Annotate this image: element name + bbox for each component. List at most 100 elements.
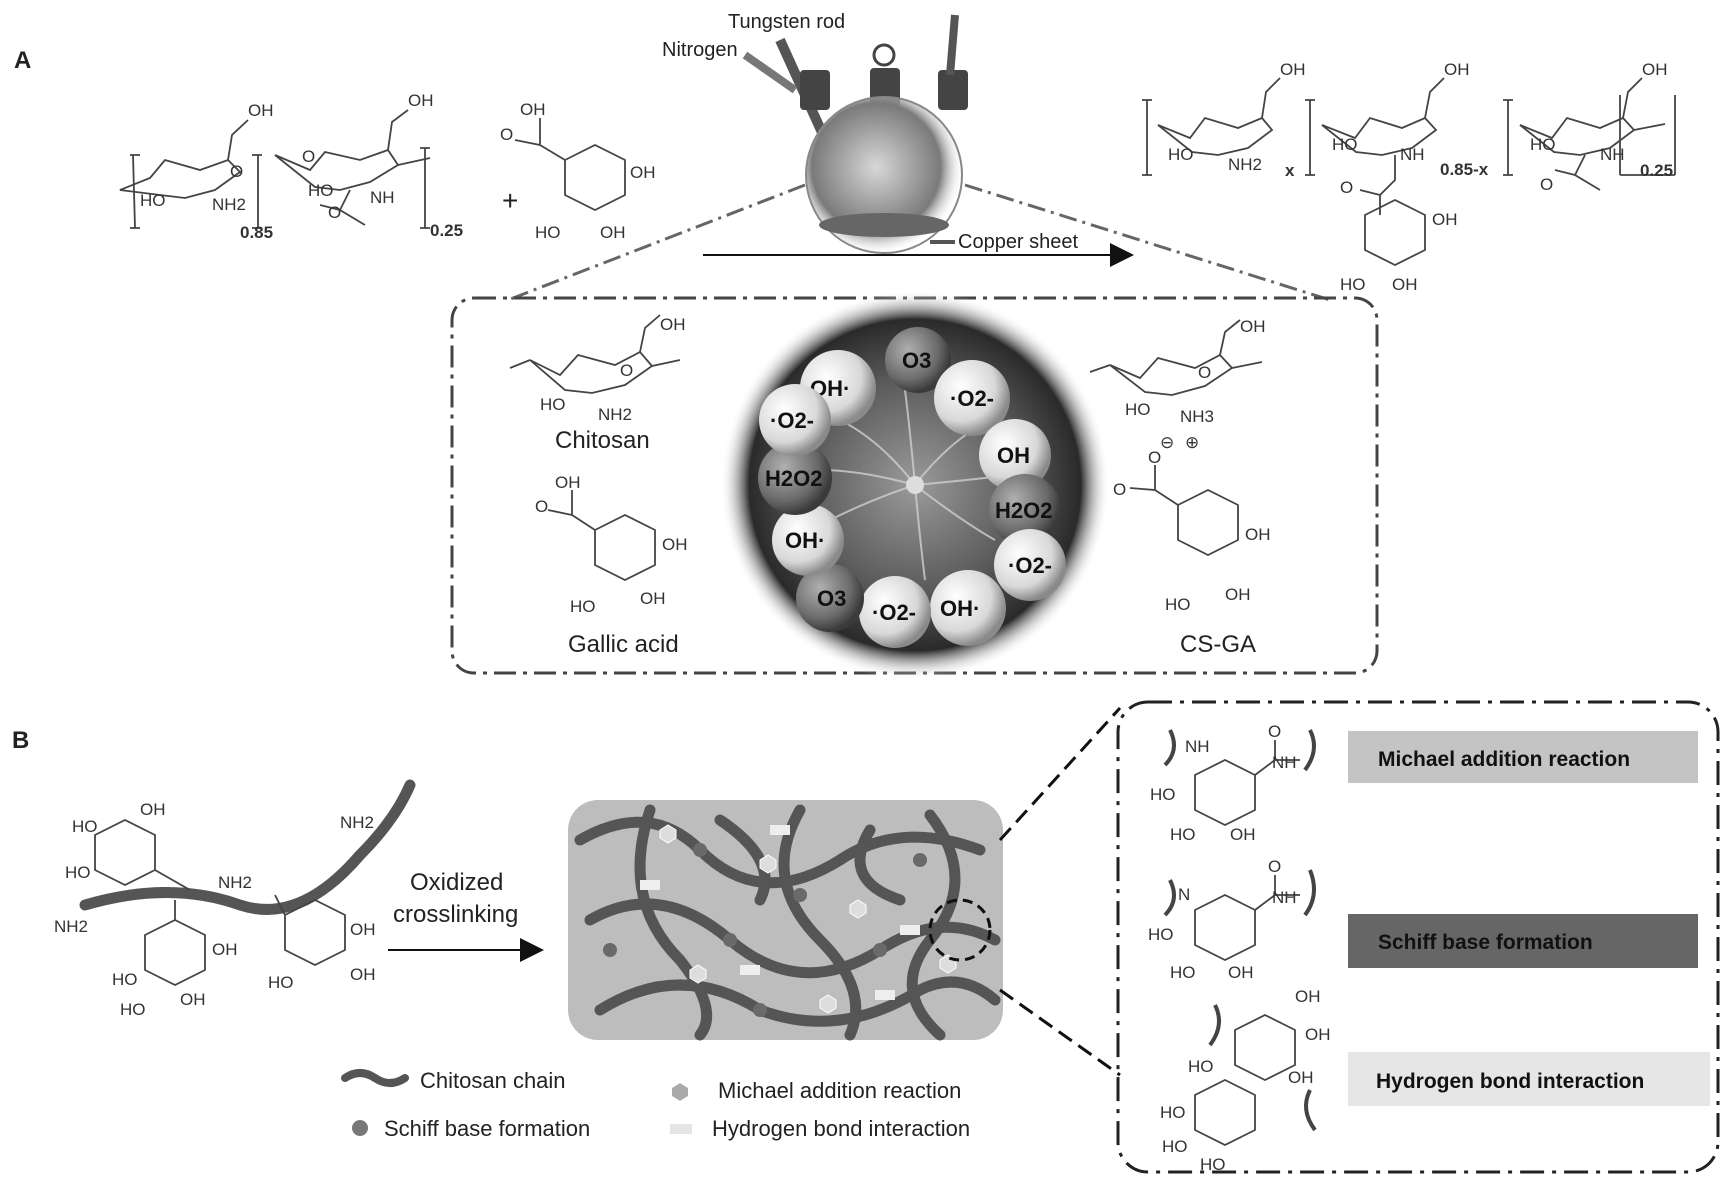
n-label: N: [1178, 885, 1190, 904]
schiff-structure: N O NH HO HO OH: [1148, 857, 1316, 982]
ho-label: HO: [1340, 275, 1366, 294]
oh-label: OH: [640, 589, 666, 608]
plus-sign: +: [502, 185, 518, 216]
nh-label: NH: [1272, 888, 1297, 907]
hbond-label-box: [1348, 1052, 1710, 1106]
ho-label: HO: [65, 863, 91, 882]
hbond-structure: OH OH OH HO HO HO HO: [1160, 987, 1331, 1174]
oh-label: OH: [1295, 987, 1321, 1006]
legend: Chitosan chain Michael addition reaction…: [341, 1068, 970, 1141]
nh-label: NH: [370, 188, 395, 207]
o-label: O: [1268, 857, 1281, 876]
nh-label: NH: [1185, 737, 1210, 756]
nh-label: NH: [1272, 753, 1297, 772]
legend-chain-icon: [341, 1069, 409, 1087]
oh-label: OH: [1280, 60, 1306, 79]
o-label: O: [1148, 448, 1161, 467]
oh-label: OH: [1444, 60, 1470, 79]
ho-label: HO: [1148, 925, 1174, 944]
ho-label: HO: [1332, 135, 1358, 154]
oh-label: OH: [248, 101, 274, 120]
oh-label: OH: [1432, 210, 1458, 229]
species-label: O3: [902, 348, 931, 373]
oh-label: OH: [350, 965, 376, 984]
oh-label: OH: [1240, 317, 1266, 336]
michael-label: Michael addition reaction: [1378, 748, 1630, 771]
projection-line-left: [507, 183, 806, 302]
ho-label: HO: [1162, 1137, 1188, 1156]
oh-label: OH: [1245, 525, 1271, 544]
ho-label: HO: [1125, 400, 1151, 419]
o-label: O: [500, 125, 513, 144]
oh-label: OH: [1225, 585, 1251, 604]
oh-label: OH: [350, 920, 376, 939]
csga-chain-structure: HO OH HO NH2 NH2 NH2 OH HO OH HO OH OH H…: [54, 779, 416, 1019]
chitosan-label: Chitosan: [555, 427, 650, 454]
o-label: O: [328, 203, 341, 222]
oh-label: OH: [212, 940, 238, 959]
ho-label: HO: [1150, 785, 1176, 804]
species-label: ·O2-: [872, 600, 916, 625]
o-label: O: [1113, 480, 1126, 499]
legend-schiff-icon: [352, 1120, 368, 1136]
oh-label: OH: [600, 223, 626, 242]
o-label: O: [620, 361, 633, 380]
o-label: O: [535, 497, 548, 516]
plus-charge: ⊕: [1185, 433, 1199, 452]
schiff-label-box: [1348, 914, 1698, 968]
oh-label: OH: [180, 990, 206, 1009]
nh2-label: NH2: [1228, 155, 1262, 174]
oh-label: OH: [630, 163, 656, 182]
nh-label: NH: [1400, 145, 1425, 164]
plasma-reactor: [742, 14, 968, 254]
legend-hbond: Hydrogen bond interaction: [712, 1116, 970, 1141]
inset-chitosan-structure: OH HO NH2 O: [509, 314, 686, 424]
arrow-label-oxidized: Oxidized: [410, 869, 503, 896]
zoom-circle: [928, 898, 992, 962]
ho-label: HO: [1160, 1103, 1186, 1122]
subscript-x: x: [1285, 161, 1295, 180]
species-label: O3: [817, 586, 846, 611]
o-label: O: [1540, 175, 1553, 194]
species-label: OH: [997, 443, 1030, 468]
nh2-label: NH2: [54, 917, 88, 936]
oh-label: OH: [1230, 825, 1256, 844]
ho-label: HO: [1200, 1155, 1226, 1174]
schiff-label: Schiff base formation: [1378, 931, 1593, 954]
michael-structure: NH O NH HO HO OH: [1150, 722, 1316, 844]
species-label: H2O2: [995, 498, 1052, 523]
nh2-label: NH2: [340, 813, 374, 832]
ho-label: HO: [540, 395, 566, 414]
ho-label: HO: [72, 817, 98, 836]
ho-label: HO: [1170, 825, 1196, 844]
gallic-acid-reactant-structure: OH O OH HO OH: [500, 100, 656, 242]
arrow-label-crosslinking: crosslinking: [393, 901, 518, 928]
legend-schiff: Schiff base formation: [384, 1116, 590, 1141]
legend-hbond-icon: [670, 1124, 692, 1134]
o-label: O: [302, 147, 315, 166]
csga-product-structure: OH HO NH2 x OH HO NH O 0.85-x OH OH HO O…: [1142, 60, 1676, 294]
network-nodes: [603, 824, 957, 1017]
panel-a-label: A: [14, 47, 31, 74]
ho-label: HO: [140, 191, 166, 210]
ho-label: HO: [120, 1000, 146, 1019]
ho-label: HO: [535, 223, 561, 242]
ho-label: HO: [1168, 145, 1194, 164]
tungsten-rod-label: Tungsten rod: [728, 11, 845, 33]
o-label: O: [230, 162, 243, 181]
subscript-085: 0.85: [240, 223, 273, 242]
o-label: O: [1198, 363, 1211, 382]
species-label: OH·: [940, 596, 980, 621]
ho-label: HO: [268, 973, 294, 992]
minus-charge: ⊖: [1160, 433, 1174, 452]
projection-line-right: [964, 183, 1331, 302]
copper-sheet-label: Copper sheet: [958, 231, 1079, 253]
oh-label: OH: [408, 91, 434, 110]
species-label: ·O2-: [1008, 553, 1052, 578]
ho-label: HO: [1188, 1057, 1214, 1076]
oh-label: OH: [140, 800, 166, 819]
ho-label: HO: [112, 970, 138, 989]
species-label: ·O2-: [950, 386, 994, 411]
panel-b-label: B: [12, 727, 29, 754]
